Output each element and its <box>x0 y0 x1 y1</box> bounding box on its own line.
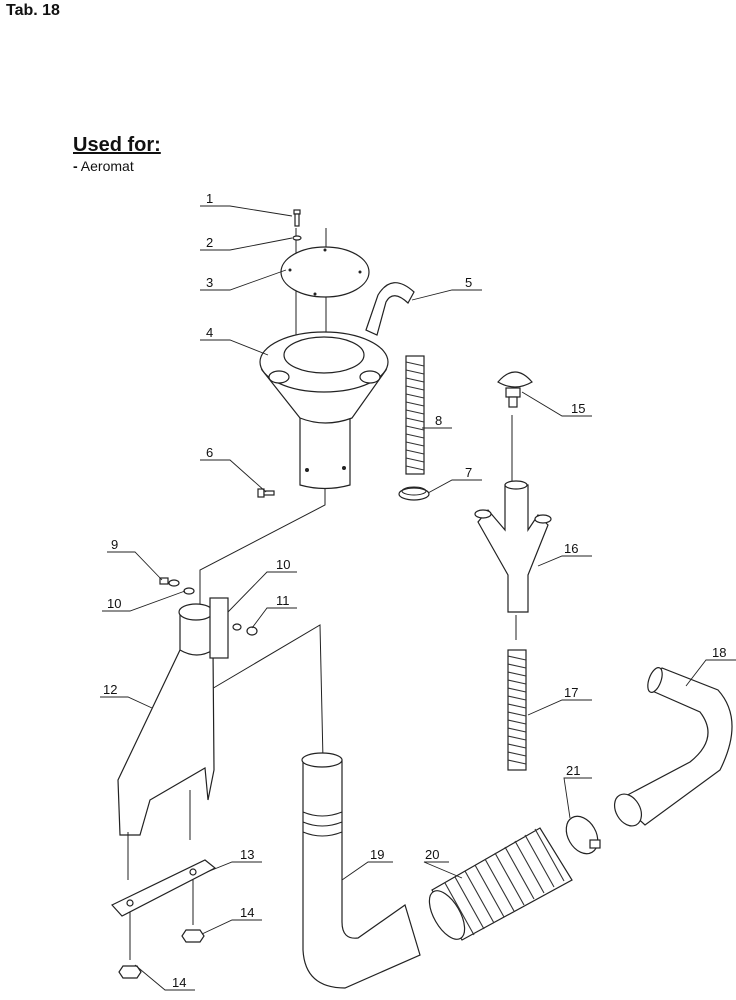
callout-10a: 10 <box>107 596 121 611</box>
part-knob-15 <box>497 371 533 408</box>
callout-14b: 14 <box>172 975 186 990</box>
part-washer-2 <box>292 235 302 241</box>
part-bent-pipe-19 <box>301 752 421 989</box>
callout-15: 15 <box>571 401 585 416</box>
part-hose-clamp-21 <box>565 815 601 855</box>
callout-10b: 10 <box>276 557 290 572</box>
callout-3: 3 <box>206 275 213 290</box>
used-for-bullet: - <box>73 158 78 174</box>
used-for-item: - Aeromat <box>73 158 134 174</box>
part-housing-4 <box>259 331 389 490</box>
part-bent-pipe-5 <box>365 282 415 336</box>
callout-6: 6 <box>206 445 213 460</box>
callout-17: 17 <box>564 685 578 700</box>
callout-11: 11 <box>276 593 290 608</box>
callout-8: 8 <box>435 413 442 428</box>
part-spring-8 <box>405 355 425 475</box>
callout-20: 20 <box>425 847 439 862</box>
callout-16: 16 <box>564 541 578 556</box>
part-small-fasteners <box>159 577 258 636</box>
part-nut-14 <box>118 929 205 979</box>
part-bracket-arm-12 <box>117 597 229 880</box>
table-number: Tab. 18 <box>6 2 60 19</box>
callout-14a: 14 <box>240 905 254 920</box>
callout-9: 9 <box>111 537 118 552</box>
part-clamp-7 <box>398 486 430 501</box>
part-plate-13 <box>111 859 217 917</box>
callout-labels: 1 2 3 4 5 6 7 8 9 10 10 11 12 13 14 14 1… <box>103 191 726 990</box>
part-hose-20 <box>428 827 573 941</box>
callout-18: 18 <box>712 645 726 660</box>
part-cover-plate-3 <box>280 246 370 298</box>
callout-1: 1 <box>206 191 213 206</box>
part-screw-6 <box>257 488 275 498</box>
leader-lines <box>100 205 736 991</box>
used-for-heading: Used for: <box>73 134 161 156</box>
part-bent-pipe-18 <box>613 667 733 827</box>
callout-13: 13 <box>240 847 254 862</box>
callout-21: 21 <box>566 763 580 778</box>
part-spring-17 <box>507 649 527 771</box>
callout-5: 5 <box>465 275 472 290</box>
callout-12: 12 <box>103 682 117 697</box>
callout-19: 19 <box>370 847 384 862</box>
callout-2: 2 <box>206 235 213 250</box>
callout-4: 4 <box>206 325 213 340</box>
used-for-item-label: Aeromat <box>80 158 134 174</box>
callout-7: 7 <box>465 465 472 480</box>
part-y-branch-16 <box>474 480 552 613</box>
assembly-lines <box>129 228 517 960</box>
part-bolt-1 <box>293 209 301 227</box>
